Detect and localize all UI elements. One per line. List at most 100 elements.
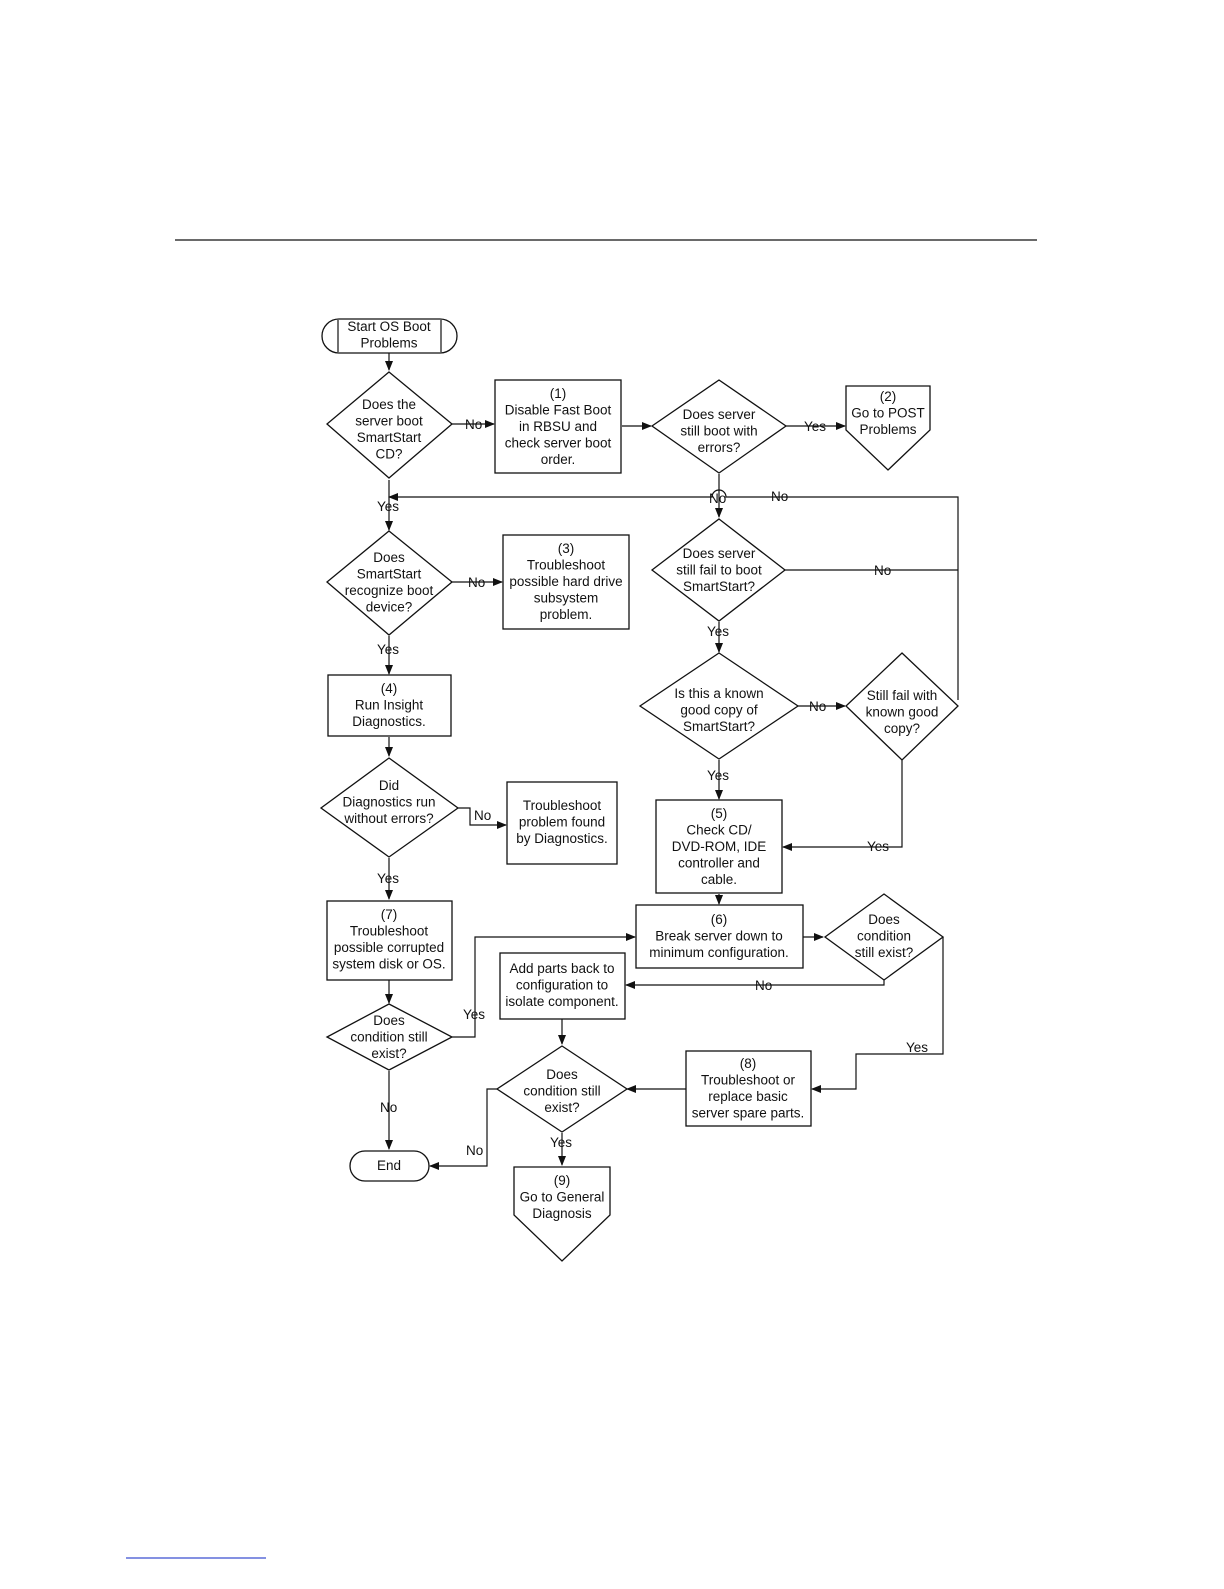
- node-step5-line-4: controller and: [678, 856, 760, 871]
- decision-still-fail-known: [845, 652, 959, 761]
- connectors: [385, 353, 959, 1170]
- node-step9-line-1: (9): [554, 1173, 571, 1188]
- offpage-step9: [513, 1166, 611, 1262]
- label-yes-known-good: Yes: [707, 768, 729, 783]
- node-step6-line-1: (6): [711, 912, 728, 927]
- node-q-diag-line-1: Did: [379, 778, 399, 793]
- edge-q8-step6: [452, 933, 636, 1038]
- node-q-fail-smartstart-line-3: SmartStart?: [683, 579, 755, 594]
- edge-q6-step5: [782, 760, 903, 851]
- label-no-still-errors: No: [709, 491, 726, 506]
- node-step5-line-2: Check CD/: [686, 823, 752, 838]
- node-start-line-1: Start OS Boot: [347, 319, 431, 334]
- node-q-smartstart-cd-line-1: Does the: [362, 397, 416, 412]
- label-no-recognize: No: [468, 575, 485, 590]
- node-q-cond-left-line-2: condition still: [350, 1030, 427, 1045]
- process-add-parts: [499, 952, 626, 1020]
- node-q-cond-left-line-3: exist?: [371, 1046, 406, 1061]
- decision-cond-left: [325, 1003, 454, 1071]
- node-step7-line-4: system disk or OS.: [332, 957, 445, 972]
- node-step1-line-2: Disable Fast Boot: [505, 403, 612, 418]
- decision-cond-right: [823, 893, 945, 981]
- label-yes-cd: Yes: [377, 499, 399, 514]
- process-step3: [502, 534, 630, 630]
- node-q-smartstart-cd-line-4: CD?: [375, 447, 402, 462]
- label-yes-cond-left: Yes: [463, 1007, 485, 1022]
- label-yes-cond-right: Yes: [906, 1040, 928, 1055]
- node-q-still-fail-known-line-2: known good: [866, 705, 939, 720]
- node-q-fail-smartstart-line-2: still fail to boot: [676, 563, 762, 578]
- decision-fail-smartstart: [650, 518, 787, 622]
- node-step5-line-1: (5): [711, 806, 728, 821]
- node-q-still-errors-line-3: errors?: [698, 440, 741, 455]
- decision-smartstart-cd: [325, 371, 454, 479]
- decision-recognize-boot: [325, 530, 454, 636]
- label-no-cd: No: [465, 417, 482, 432]
- node-q-cond-right-line-1: Does: [868, 912, 900, 927]
- node-q-still-errors-line-2: still boot with: [680, 424, 757, 439]
- node-step4-line-3: Diagnostics.: [352, 714, 426, 729]
- label-yes-cond-mid: Yes: [550, 1135, 572, 1150]
- decision-still-errors: [650, 379, 788, 474]
- label-yes-recognize: Yes: [377, 642, 399, 657]
- node-q-known-good-line-2: good copy of: [680, 703, 758, 718]
- node-q-recognize-line-3: recognize boot: [345, 583, 434, 598]
- process-diag-problem: [506, 781, 618, 865]
- edge-loop-top: [388, 489, 959, 700]
- node-step4-line-2: Run Insight: [355, 698, 424, 713]
- node-step7-line-2: Troubleshoot: [350, 924, 429, 939]
- process-step5: [655, 799, 783, 894]
- node-q-recognize-line-4: device?: [366, 600, 413, 615]
- node-q-cond-mid-line-2: condition still: [523, 1084, 600, 1099]
- start-terminator: [321, 318, 458, 354]
- node-step5-line-3: DVD-ROM, IDE: [672, 839, 767, 854]
- node-step3-line-4: subsystem: [534, 591, 599, 606]
- node-add-parts-line-3: isolate component.: [505, 994, 618, 1009]
- decision-diagnostics: [319, 757, 460, 858]
- node-q-still-fail-known-line-3: copy?: [884, 721, 920, 736]
- node-step1-line-5: order.: [541, 452, 576, 467]
- node-q-fail-smartstart-line-1: Does server: [683, 546, 756, 561]
- node-step7-line-1: (7): [381, 907, 398, 922]
- label-yes-still-fail-known: Yes: [867, 839, 889, 854]
- node-q-known-good-line-3: SmartStart?: [683, 719, 755, 734]
- edge-q9-step8: [811, 937, 944, 1093]
- node-end-line-1: End: [377, 1158, 401, 1173]
- node-q-smartstart-cd-line-2: server boot: [355, 414, 423, 429]
- decision-cond-mid: [495, 1045, 629, 1133]
- process-step8: [685, 1050, 812, 1127]
- node-diag-problem-line-3: by Diagnostics.: [516, 831, 608, 846]
- label-no-cond-right: No: [755, 978, 772, 993]
- node-step2-line-1: (2): [880, 389, 897, 404]
- node-step6-line-3: minimum configuration.: [649, 945, 789, 960]
- node-q-recognize-line-1: Does: [373, 550, 405, 565]
- node-step2-line-2: Go to POST: [851, 406, 925, 421]
- node-step1-line-1: (1): [550, 386, 567, 401]
- node-step6-line-2: Break server down to: [655, 929, 783, 944]
- edge-q10-end: [429, 1088, 497, 1170]
- node-step3-line-3: possible hard drive: [509, 574, 622, 589]
- node-step5-line-5: cable.: [701, 872, 737, 887]
- node-q-cond-right-line-2: condition: [857, 929, 911, 944]
- node-q-recognize-line-2: SmartStart: [357, 567, 422, 582]
- node-step3-line-5: problem.: [540, 607, 593, 622]
- node-q-still-fail-known-line-1: Still fail with: [867, 688, 938, 703]
- node-diag-problem-line-1: Troubleshoot: [523, 798, 602, 813]
- node-q-cond-left-line-1: Does: [373, 1013, 405, 1028]
- node-add-parts-line-2: configuration to: [516, 978, 608, 993]
- label-yes-fail-smartstart: Yes: [707, 624, 729, 639]
- node-step4-line-1: (4): [381, 681, 398, 696]
- node-q-smartstart-cd-line-3: SmartStart: [357, 430, 422, 445]
- node-q-cond-mid-line-3: exist?: [544, 1100, 579, 1115]
- node-q-known-good-line-1: Is this a known: [674, 686, 763, 701]
- node-step1-line-3: in RBSU and: [519, 419, 597, 434]
- node-step8-line-3: replace basic: [708, 1089, 788, 1104]
- label-no-loop-top: No: [771, 489, 788, 504]
- process-step7: [326, 900, 453, 981]
- node-step3-line-2: Troubleshoot: [527, 558, 606, 573]
- process-step6: [635, 904, 804, 969]
- node-step2-line-3: Problems: [859, 422, 916, 437]
